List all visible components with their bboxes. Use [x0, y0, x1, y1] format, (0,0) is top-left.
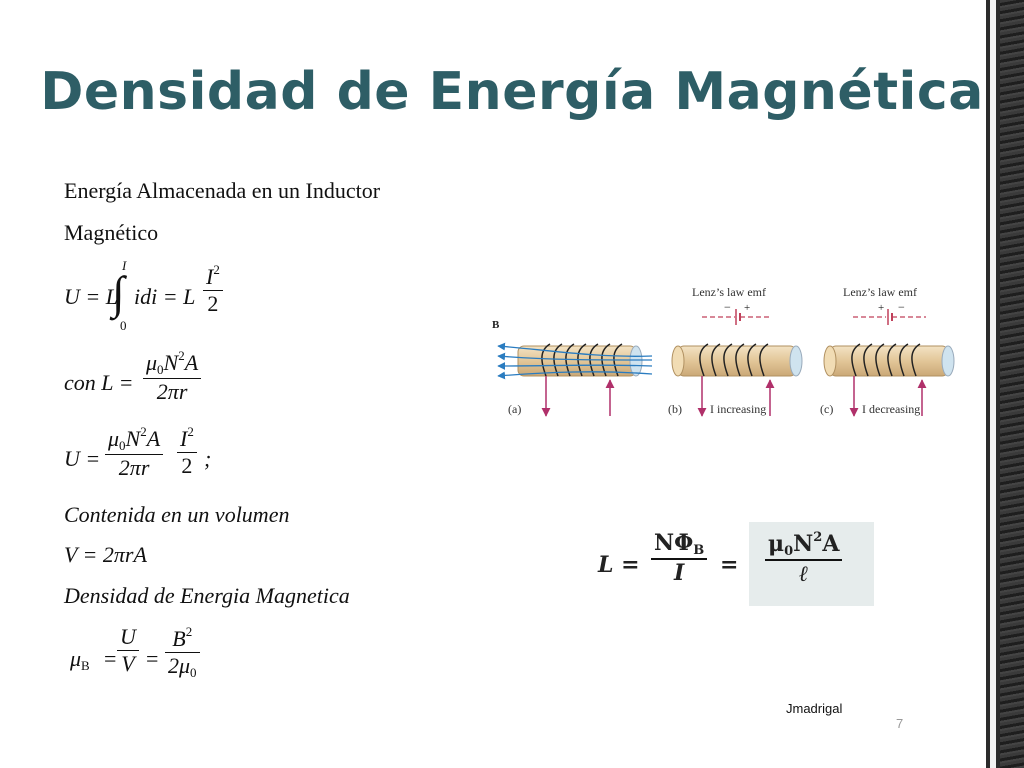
- eqr-i: I: [673, 560, 685, 586]
- eq1-lhs: U = L: [64, 284, 118, 309]
- eq2-n: N: [163, 350, 179, 375]
- solenoid-a: [497, 342, 653, 417]
- caption-a: (a): [508, 402, 521, 416]
- label-b: B: [492, 319, 500, 331]
- eqd-b: B: [172, 626, 186, 651]
- sign-b-left: −: [724, 300, 731, 314]
- eqd-b-exp: 2: [185, 624, 193, 639]
- eqd-mu: μ: [70, 646, 82, 671]
- right-border-decoration: [986, 0, 1024, 768]
- eqr-mu-sub: 0: [784, 544, 794, 559]
- eqd-mu-sub: B: [81, 658, 90, 673]
- text-line-2: Magnético: [64, 220, 159, 245]
- page-number: 7: [896, 716, 904, 731]
- eq3-mu-sub: 0: [119, 438, 126, 453]
- eqr-a: A: [822, 531, 840, 557]
- equation-volume: V = 2πrA: [64, 542, 147, 567]
- eq1-int-upper: I: [122, 258, 127, 273]
- eqr-equals: =: [720, 552, 739, 578]
- eqd-fraction-1: U V: [117, 624, 139, 677]
- eq3-fraction-2: I2 2: [177, 424, 197, 479]
- eq1-integrand: idi = L: [134, 284, 196, 309]
- eq3-lhs: U =: [64, 446, 101, 471]
- eqd-fraction-2: B2 2μ0: [165, 624, 200, 681]
- eq1-den: 2: [207, 291, 219, 316]
- eq3-n: N: [125, 426, 141, 451]
- text-line-1: Energía Almacenada en un Inductor: [64, 178, 381, 203]
- sign-b-right: +: [744, 302, 750, 314]
- eqd-u: U: [117, 624, 139, 651]
- eq2-a: A: [184, 350, 199, 375]
- eq2-fraction: μ0N2A 2πr: [143, 348, 202, 405]
- caption-c-text: I decreasing: [862, 402, 920, 416]
- eq3-fraction-1: μ0N2A 2πr: [105, 424, 164, 481]
- eq2-prefix: con L =: [64, 370, 134, 395]
- label-lenz-c: Lenz’s law emf: [843, 285, 917, 299]
- eqr-fraction-1: NΦB I: [651, 530, 708, 586]
- caption-b: (b): [668, 402, 682, 416]
- eq3-den-1: 2πr: [118, 455, 150, 480]
- eq3-i-exp: 2: [187, 424, 194, 439]
- eqr-fraction-2: μ0N2A ℓ: [765, 530, 843, 587]
- sign-c-right: −: [898, 300, 905, 314]
- eqd-2mu-sub: 0: [190, 665, 197, 680]
- eq3-n-exp: 2: [140, 424, 147, 439]
- eqr-ell: ℓ: [798, 561, 809, 587]
- eqd-v: V: [121, 651, 135, 676]
- eq1-num: I: [206, 264, 214, 289]
- eqr-nphi-sub: B: [693, 543, 705, 558]
- eqr-lhs: L =: [598, 552, 640, 578]
- emf-symbol-b: − +: [702, 300, 770, 325]
- sign-c-left: +: [878, 302, 884, 314]
- slide-title: Densidad de Energía Magnética: [40, 62, 984, 122]
- text-volume: Contenida en un volumen: [64, 502, 290, 527]
- solenoid-b: [671, 343, 803, 417]
- eq2-mu: μ: [146, 350, 158, 375]
- eq1-fraction: I2 2: [203, 262, 223, 317]
- equation-highlight-box: [749, 522, 874, 606]
- caption-c: (c): [820, 402, 833, 416]
- eqd-equals-2: =: [146, 646, 159, 671]
- eq2-den: 2πr: [156, 379, 188, 404]
- eqr-n: N: [793, 531, 814, 557]
- caption-b-text: I increasing: [710, 402, 766, 416]
- eq3-mu: μ: [108, 426, 120, 451]
- eqr-nphi: NΦ: [654, 530, 694, 556]
- eq2-n-exp: 2: [178, 348, 185, 363]
- solenoid-figure: B Lenz’s law emf Lenz’s law emf − + + −: [488, 280, 960, 430]
- label-lenz-b: Lenz’s law emf: [692, 285, 766, 299]
- footer-author: Jmadrigal: [786, 701, 843, 716]
- eq3-i: I: [180, 426, 188, 451]
- solenoid-c: [823, 343, 955, 417]
- eq3-den-2: 2: [181, 453, 193, 478]
- eq3-a: A: [146, 426, 161, 451]
- eqr-n-exp: 2: [813, 530, 823, 545]
- eq1-num-exp: 2: [213, 262, 220, 277]
- eq1-int-lower: 0: [120, 318, 127, 333]
- eq2-mu-sub: 0: [157, 362, 164, 377]
- eqd-lhs: μB: [70, 646, 90, 674]
- eqd-2mu: 2μ: [168, 653, 191, 678]
- eqr-mu: μ: [768, 531, 785, 557]
- emf-symbol-c: + −: [853, 300, 926, 325]
- text-energy-density: Densidad de Energia Magnetica: [64, 583, 350, 608]
- eqd-equals-1: =: [104, 646, 117, 671]
- eq3-suffix: ;: [204, 446, 212, 471]
- integral-sign: ∫: [112, 267, 125, 318]
